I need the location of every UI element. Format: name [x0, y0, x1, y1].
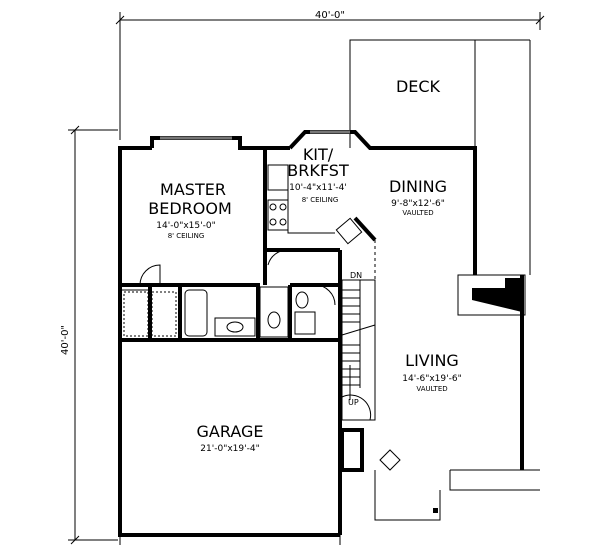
master-size: 14'-0"x15'-0": [156, 221, 215, 231]
dining-size: 9'-8"x12'-6": [391, 199, 445, 209]
depth-dimension-label: 40'-0": [60, 325, 71, 355]
left-dimension: 40'-0": [60, 125, 118, 545]
living-label: LIVING: [405, 351, 459, 370]
deck: DECK: [349, 39, 531, 275]
stairs: DN UP: [338, 250, 401, 535]
garage-label: GARAGE: [197, 422, 264, 441]
kitchen-label-1: KIT/: [303, 145, 334, 164]
kitchen-label-2: BRKFST: [287, 161, 349, 180]
living-size: 14'-6"x19'-6": [402, 374, 461, 384]
dining-note: VAULTED: [402, 209, 433, 217]
closet: [340, 428, 364, 472]
garage: GARAGE 21'-0"x19'-4": [197, 422, 264, 454]
stairs-down-label: DN: [350, 271, 362, 280]
deck-label: DECK: [396, 77, 441, 96]
master-ceiling: 8' CEILING: [168, 232, 205, 240]
dining: DINING 9'-8"x12'-6" VAULTED: [389, 177, 447, 217]
post: [433, 508, 438, 513]
master-label-1: MASTER: [160, 180, 226, 199]
toilet: [267, 311, 281, 329]
fireplace: [457, 274, 526, 316]
master-bedroom: MASTER BEDROOM 14'-0"x15'-0" 8' CEILING: [120, 180, 289, 287]
top-dimension: 40'-0": [115, 10, 545, 140]
dining-label: DINING: [389, 177, 447, 196]
sink: [335, 217, 363, 245]
garage-size: 21'-0"x19'-4": [200, 444, 259, 454]
bathtub: [184, 289, 208, 337]
baths-closets: [120, 283, 340, 340]
vanity: [214, 317, 256, 337]
kitchen-ceiling: 8' CEILING: [302, 196, 339, 204]
master-label-2: BEDROOM: [148, 199, 232, 218]
width-dimension-label: 40'-0": [315, 10, 345, 21]
kitchen-size: 10'-4"x11'-4': [289, 183, 347, 193]
living: LIVING 14'-6"x19'-6" VAULTED: [402, 351, 461, 393]
stairs-up-label: UP: [348, 398, 359, 407]
living-note: VAULTED: [416, 385, 447, 393]
